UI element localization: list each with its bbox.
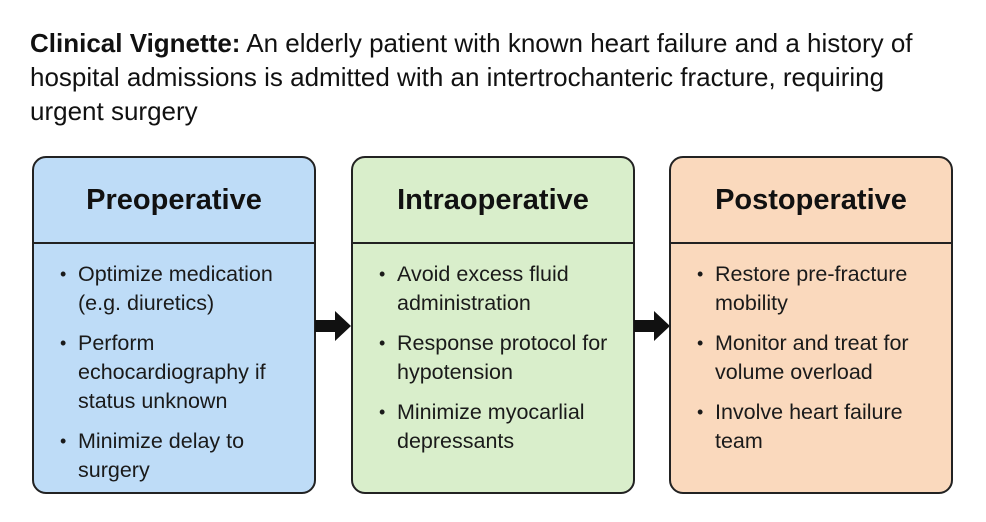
list-item-text: Restore pre-fracture mobility <box>715 262 908 315</box>
list-item-text: Minimize delay to surgery <box>78 429 245 482</box>
arrow-right-icon <box>315 311 351 341</box>
intraoperative-list: • Avoid excess fluid administration • Resp… <box>353 244 633 456</box>
intraoperative-title: Intraoperative <box>353 158 633 244</box>
bullet-icon: • <box>697 402 704 422</box>
list-item-text: Involve heart failure team <box>715 400 903 453</box>
bullet-icon: • <box>379 264 386 284</box>
preoperative-box: Preoperative • Optimize medication (e.g. … <box>32 156 316 494</box>
bullet-icon: • <box>697 333 704 353</box>
list-item: • Optimize medication (e.g. diuretics) <box>60 260 300 318</box>
bullet-icon: • <box>60 264 67 284</box>
postoperative-title: Postoperative <box>671 158 951 244</box>
bullet-icon: • <box>379 402 386 422</box>
list-item-text: Optimize medication (e.g. diuretics) <box>78 262 273 315</box>
list-item: • Restore pre-fracture mobility <box>697 260 937 318</box>
clinical-vignette: Clinical Vignette: An elderly patient wi… <box>30 26 960 128</box>
list-item-text: Minimize myocarlial depressants <box>397 400 585 453</box>
list-item: • Involve heart failure team <box>697 398 937 456</box>
postoperative-box: Postoperative • Restore pre-fracture mobi… <box>669 156 953 494</box>
bullet-icon: • <box>697 264 704 284</box>
list-item: • Avoid excess fluid administration <box>379 260 619 318</box>
list-item: • Monitor and treat for volume overload <box>697 329 937 387</box>
bullet-icon: • <box>60 431 67 451</box>
vignette-label: Clinical Vignette: <box>30 28 241 58</box>
vignette-text: An elderly patient with known heart fail… <box>30 28 913 126</box>
list-item: • Response protocol for hypotension <box>379 329 619 387</box>
intraoperative-box: Intraoperative • Avoid excess fluid admin… <box>351 156 635 494</box>
preoperative-list: • Optimize medication (e.g. diuretics) • P… <box>34 244 314 485</box>
list-item-text: Response protocol for hypotension <box>397 331 608 384</box>
list-item: • Perform echocardiography if status unkn… <box>60 329 300 416</box>
list-item: • Minimize delay to surgery <box>60 427 300 485</box>
list-item-text: Avoid excess fluid administration <box>397 262 569 315</box>
postoperative-list: • Restore pre-fracture mobility • Monitor … <box>671 244 951 456</box>
arrow-right-icon <box>634 311 670 341</box>
bullet-icon: • <box>379 333 386 353</box>
preoperative-title: Preoperative <box>34 158 314 244</box>
list-item-text: Monitor and treat for volume overload <box>715 331 909 384</box>
bullet-icon: • <box>60 333 67 353</box>
list-item: • Minimize myocarlial depressants <box>379 398 619 456</box>
list-item-text: Perform echocardiography if status unkno… <box>78 331 266 413</box>
